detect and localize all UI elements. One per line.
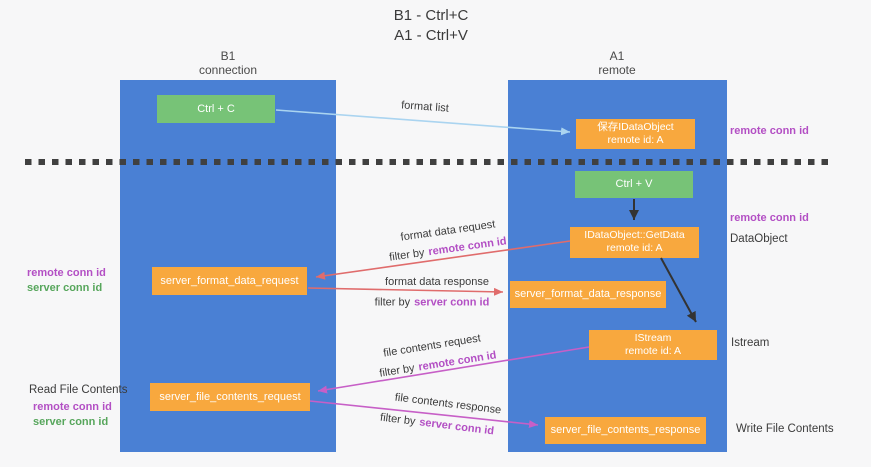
diagram-title: B1 - Ctrl+C A1 - Ctrl+V <box>306 6 556 46</box>
remote-conn-id-text: remote conn id <box>427 235 508 259</box>
filter-by-text: filter by <box>379 411 417 428</box>
remote-conn-id-text: remote conn id <box>417 349 498 374</box>
istream-line2: remote id: A <box>624 345 682 357</box>
filter-by-text: filter by <box>374 296 411 309</box>
lane-header-a1: A1 remote <box>537 50 697 78</box>
annotation-remote-conn-id-mid: remote conn id <box>730 212 809 224</box>
filter-by-text: filter by <box>378 362 416 380</box>
annotation-read-file-contents: Read File Contents <box>29 384 128 396</box>
label-format-list: format list <box>400 99 450 115</box>
save-idataobject-line1: 保存IDataObject <box>597 121 674 133</box>
annotation-write-file-contents: Write File Contents <box>736 423 834 435</box>
lane-b1-subtitle: connection <box>198 63 258 77</box>
annotation-file-conn-ids: remote conn id server conn id <box>33 400 112 430</box>
lane-header-b1: B1 connection <box>148 50 308 78</box>
istream-line1: IStream <box>634 332 672 344</box>
server-conn-id-text: server conn id <box>418 416 495 438</box>
node-save-idataobject: 保存IDataObject remote id: A <box>576 119 695 149</box>
node-server-format-data-response: server_format_data_response <box>510 281 666 308</box>
node-server-file-contents-response: server_file_contents_response <box>545 417 706 444</box>
save-idataobject-line2: remote id: A <box>607 134 664 146</box>
node-ctrl-v: Ctrl + V <box>575 171 693 198</box>
node-server-format-data-request: server_format_data_request <box>152 267 307 295</box>
file-server-conn-id: server conn id <box>33 416 109 428</box>
node-ctrl-c: Ctrl + C <box>157 95 275 123</box>
annotation-istream: Istream <box>731 337 770 349</box>
getdata-line1: IDataObject::GetData <box>584 229 685 241</box>
format-server-conn-id: server conn id <box>27 282 103 294</box>
arrow-format-data-response <box>307 287 504 296</box>
node-idataobject-getdata: IDataObject::GetData remote id: A <box>570 227 699 258</box>
annotation-remote-conn-id-top: remote conn id <box>730 125 809 137</box>
node-server-file-contents-request: server_file_contents_request <box>150 383 310 411</box>
lane-a1-subtitle: remote <box>598 63 636 77</box>
filter-by-text: filter by <box>388 246 426 264</box>
lane-b1-name: B1 <box>220 49 236 63</box>
annotation-format-conn-ids: remote conn id server conn id <box>27 266 106 296</box>
file-remote-conn-id: remote conn id <box>33 401 112 413</box>
title-line-1: B1 - Ctrl+C <box>393 7 469 24</box>
server-conn-id-text: server conn id <box>414 296 490 309</box>
label-file-contents-response: file contents response <box>394 391 502 417</box>
format-remote-conn-id: remote conn id <box>27 267 106 279</box>
lane-a1-name: A1 <box>609 49 625 63</box>
node-istream: IStream remote id: A <box>589 330 717 360</box>
getdata-line2: remote id: A <box>606 242 663 254</box>
title-line-2: A1 - Ctrl+V <box>394 27 468 44</box>
label-format-data-response: format data response <box>385 276 489 288</box>
annotation-dataobject: DataObject <box>730 233 788 245</box>
